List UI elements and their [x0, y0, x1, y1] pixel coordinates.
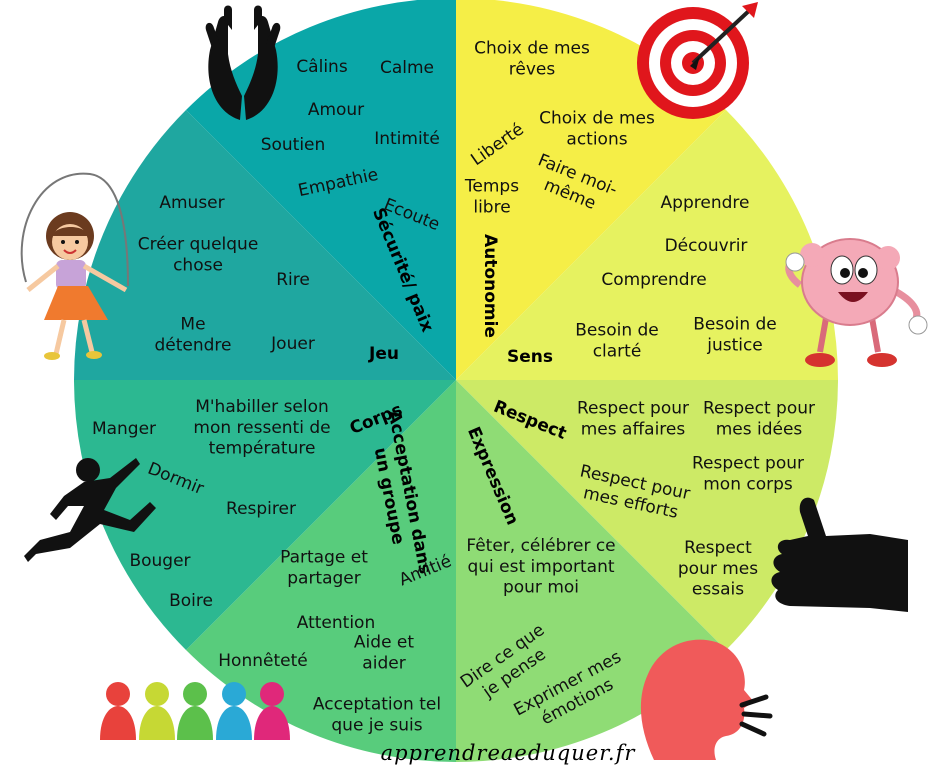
label-decouvrir: Découvrir	[665, 236, 748, 256]
label-jouer: Jouer	[270, 334, 315, 354]
target-icon	[637, 2, 758, 119]
label-attention: Attention	[297, 613, 375, 633]
title-sens: Sens	[507, 347, 553, 367]
title-jeu: Jeu	[368, 344, 399, 364]
label-comprendre: Comprendre	[601, 270, 706, 290]
sector-respect	[456, 380, 838, 650]
label-honnetete: Honnêteté	[218, 651, 307, 671]
label-boire: Boire	[169, 591, 213, 611]
sector-jeu	[74, 110, 456, 380]
label-calme: Calme	[380, 58, 434, 78]
sector-acceptation	[186, 380, 456, 762]
thumbs-up-icon	[771, 497, 908, 612]
title-autonomie: Autonomie	[480, 234, 500, 338]
website-footer: apprendreaeduquer.fr	[381, 741, 637, 765]
label-rire: Rire	[276, 270, 310, 290]
brain-character-icon	[785, 238, 928, 367]
label-bouger: Bouger	[129, 551, 190, 571]
label-intimite: Intimité	[374, 129, 440, 149]
label-respirer: Respirer	[226, 499, 296, 519]
label-amour: Amour	[308, 100, 364, 120]
label-calins: Câlins	[296, 57, 348, 77]
speaking-head-icon	[640, 639, 773, 760]
jumping-rope-girl-icon	[20, 172, 129, 360]
label-manger: Manger	[92, 419, 156, 439]
label-apprendre: Apprendre	[661, 193, 750, 213]
running-person-icon	[24, 458, 156, 562]
sector-corps	[74, 380, 456, 650]
label-amuser: Amuser	[159, 193, 224, 213]
label-soutien: Soutien	[261, 135, 326, 155]
pawns-icon	[100, 682, 290, 740]
sector-sens	[456, 110, 838, 380]
praying-hands-icon	[205, 5, 281, 120]
